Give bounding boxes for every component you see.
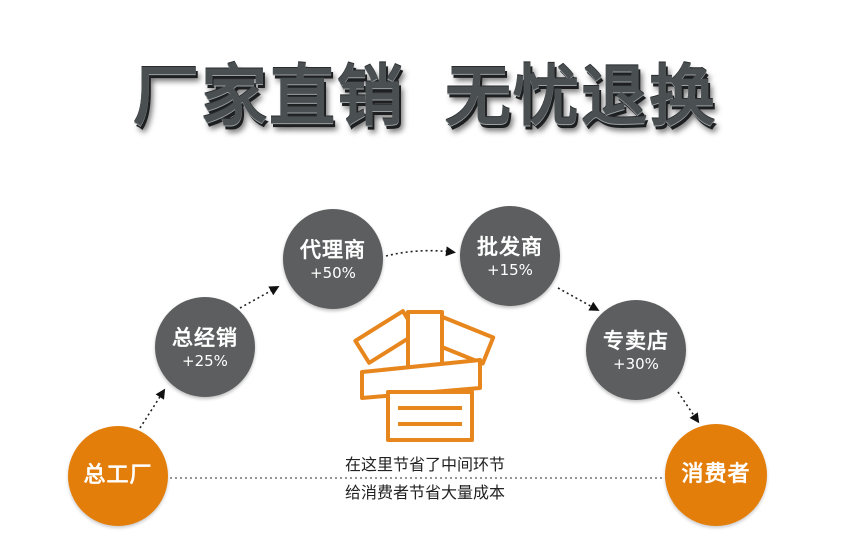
headline-part-2: 无忧退换: [445, 58, 717, 135]
arrow-wholesaler-to-store: [557, 287, 600, 311]
arrow-factory-to-distributor: [139, 388, 166, 429]
node-agent-label: 代理商: [300, 237, 366, 262]
node-store-markup: +30%: [613, 354, 659, 373]
save-character-icon: [353, 309, 496, 442]
caption-line-2: 给消费者节省大量成本: [344, 483, 505, 502]
node-wholesaler-markup: +15%: [487, 260, 533, 279]
node-general-distributor-markup: +25%: [182, 351, 228, 370]
arrow-agent-to-wholesaler: [385, 246, 456, 257]
arrow-store-to-consumer: [677, 391, 700, 424]
node-agent: 代理商 +50%: [283, 209, 383, 309]
headline-part-1: 厂家直销: [133, 58, 405, 135]
arrow-distributor-to-agent: [239, 286, 280, 309]
node-factory-label: 总工厂: [83, 463, 153, 488]
node-consumer-label: 消费者: [681, 462, 751, 487]
node-agent-markup: +50%: [310, 263, 356, 282]
node-general-distributor: 总经销 +25%: [155, 297, 255, 397]
node-wholesaler: 批发商 +15%: [460, 206, 560, 306]
node-wholesaler-label: 批发商: [477, 234, 543, 259]
node-factory: 总工厂: [68, 426, 168, 526]
caption-line-1: 在这里节省了中间环节: [344, 455, 505, 474]
headline: 厂家直销无忧退换: [0, 52, 850, 142]
node-general-distributor-label: 总经销: [172, 325, 238, 350]
node-store: 专卖店 +30%: [586, 300, 686, 400]
node-consumer: 消费者: [665, 424, 767, 526]
node-store-label: 专卖店: [603, 328, 669, 353]
